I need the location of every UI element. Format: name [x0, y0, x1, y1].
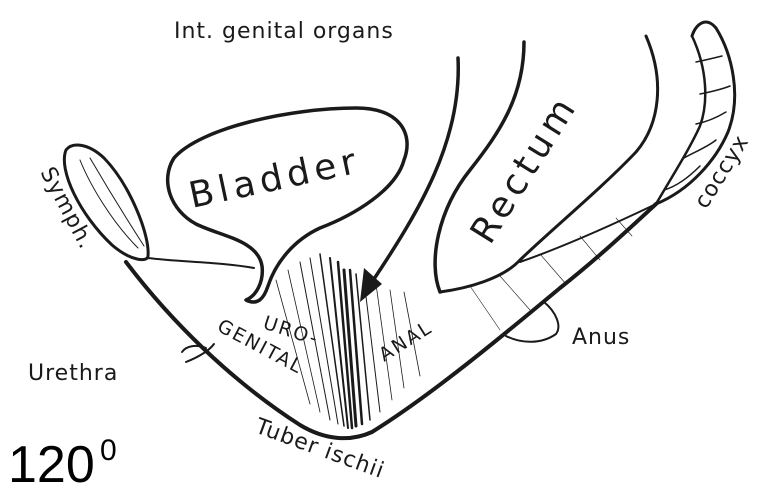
- label-urethra: Urethra: [28, 361, 118, 386]
- label-int-genital-organs: Int. genital organs: [174, 19, 394, 44]
- muscle-fiber-hatching: [276, 218, 632, 428]
- angle-value: 120: [8, 436, 95, 492]
- label-rectum: Rectum: [463, 87, 586, 251]
- label-tuber-ischii: Tuber ischii: [251, 414, 388, 484]
- pelvic-floor-outline: [126, 204, 656, 438]
- anus-outline: [506, 302, 558, 342]
- label-anus: Anus: [572, 325, 630, 350]
- label-bladder: Bladder: [185, 140, 364, 216]
- angle-degree-sup: 0: [100, 434, 117, 467]
- organ-arrow: [360, 58, 458, 302]
- label-anal: ANAL: [375, 316, 437, 366]
